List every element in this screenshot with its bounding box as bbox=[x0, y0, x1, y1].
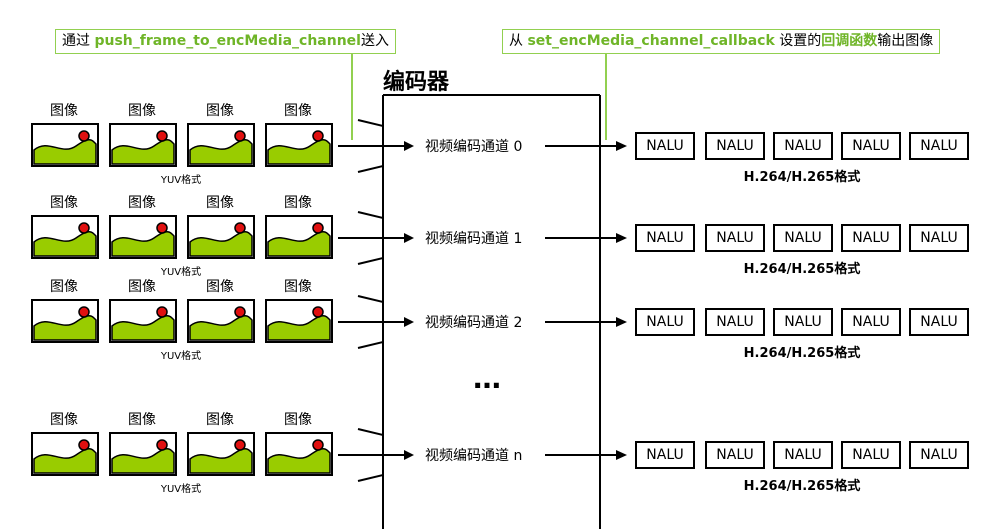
output-callout-prefix: 从 bbox=[509, 33, 528, 49]
output-callout-mid: 设置的 bbox=[774, 33, 822, 49]
nalu-box: NALU bbox=[773, 224, 833, 252]
channel-boundary-tick bbox=[357, 428, 384, 436]
image-label: 图像 bbox=[50, 279, 78, 295]
output-callout-function: set_encMedia_channel_callback bbox=[527, 33, 775, 49]
image-label: 图像 bbox=[284, 412, 312, 428]
output-arrow-head bbox=[616, 317, 627, 327]
landscape-image-icon bbox=[187, 432, 255, 476]
encoder-channel-label: 视频编码通道 2 bbox=[422, 312, 526, 332]
input-arrow-head bbox=[404, 233, 414, 243]
landscape-image-icon bbox=[265, 123, 333, 167]
nalu-box: NALU bbox=[909, 308, 969, 336]
landscape-image-icon bbox=[109, 432, 177, 476]
landscape-image-icon bbox=[109, 123, 177, 167]
nalu-box: NALU bbox=[705, 132, 765, 160]
image-label: 图像 bbox=[128, 279, 156, 295]
nalu-box: NALU bbox=[705, 224, 765, 252]
h264-h265-format-label: H.264/H.265格式 bbox=[743, 262, 861, 277]
nalu-box: NALU bbox=[841, 224, 901, 252]
input-arrow-head bbox=[404, 141, 414, 151]
image-label: 图像 bbox=[284, 279, 312, 295]
nalu-box: NALU bbox=[909, 132, 969, 160]
nalu-box: NALU bbox=[773, 132, 833, 160]
landscape-image-icon bbox=[109, 215, 177, 259]
nalu-box: NALU bbox=[773, 441, 833, 469]
output-arrow-head bbox=[616, 141, 627, 151]
image-label: 图像 bbox=[128, 103, 156, 119]
image-label: 图像 bbox=[50, 103, 78, 119]
output-arrow-head bbox=[616, 450, 627, 460]
landscape-image-icon bbox=[31, 215, 99, 259]
yuv-format-label: YUV格式 bbox=[160, 351, 202, 362]
nalu-box: NALU bbox=[635, 132, 695, 160]
nalu-box: NALU bbox=[635, 308, 695, 336]
channel-boundary-tick bbox=[357, 341, 384, 349]
image-label: 图像 bbox=[284, 195, 312, 211]
output-callout: 从 set_encMedia_channel_callback 设置的回调函数输… bbox=[502, 29, 941, 54]
output-callout-suffix: 输出图像 bbox=[877, 33, 934, 49]
nalu-box: NALU bbox=[841, 132, 901, 160]
image-label: 图像 bbox=[284, 103, 312, 119]
yuv-format-label: YUV格式 bbox=[160, 267, 202, 278]
nalu-box: NALU bbox=[841, 441, 901, 469]
landscape-image-icon bbox=[265, 215, 333, 259]
landscape-image-icon bbox=[265, 299, 333, 343]
nalu-box: NALU bbox=[705, 308, 765, 336]
output-arrow-head bbox=[616, 233, 627, 243]
channel-boundary-tick bbox=[357, 257, 384, 265]
input-arrow-head bbox=[404, 450, 414, 460]
channel-boundary-tick bbox=[357, 119, 384, 127]
nalu-box: NALU bbox=[841, 308, 901, 336]
image-label: 图像 bbox=[206, 195, 234, 211]
channel-boundary-tick bbox=[357, 295, 384, 303]
yuv-format-label: YUV格式 bbox=[160, 484, 202, 495]
h264-h265-format-label: H.264/H.265格式 bbox=[743, 479, 861, 494]
input-callout: 通过 push_frame_to_encMedia_channel送入 bbox=[55, 29, 396, 54]
nalu-box: NALU bbox=[635, 441, 695, 469]
nalu-box: NALU bbox=[635, 224, 695, 252]
image-label: 图像 bbox=[206, 279, 234, 295]
input-arrow-head bbox=[404, 317, 414, 327]
image-label: 图像 bbox=[206, 412, 234, 428]
h264-h265-format-label: H.264/H.265格式 bbox=[743, 170, 861, 185]
encoder-channel-label: 视频编码通道 n bbox=[422, 445, 526, 465]
encoder-title: 编码器 bbox=[383, 70, 450, 95]
channel-boundary-tick bbox=[357, 211, 384, 219]
landscape-image-icon bbox=[31, 123, 99, 167]
landscape-image-icon bbox=[109, 299, 177, 343]
nalu-box: NALU bbox=[773, 308, 833, 336]
channel-ellipsis: … bbox=[473, 362, 503, 395]
encoder-channel-label: 视频编码通道 0 bbox=[422, 136, 526, 156]
image-label: 图像 bbox=[128, 195, 156, 211]
landscape-image-icon bbox=[31, 299, 99, 343]
nalu-box: NALU bbox=[909, 441, 969, 469]
encoder-channel-label: 视频编码通道 1 bbox=[422, 228, 526, 248]
landscape-image-icon bbox=[31, 432, 99, 476]
landscape-image-icon bbox=[187, 215, 255, 259]
input-callout-function: push_frame_to_encMedia_channel bbox=[94, 33, 361, 49]
channel-boundary-tick bbox=[357, 474, 384, 482]
h264-h265-format-label: H.264/H.265格式 bbox=[743, 346, 861, 361]
nalu-box: NALU bbox=[705, 441, 765, 469]
image-label: 图像 bbox=[50, 412, 78, 428]
image-label: 图像 bbox=[128, 412, 156, 428]
channel-boundary-tick bbox=[357, 165, 384, 173]
input-callout-prefix: 通过 bbox=[62, 33, 95, 49]
landscape-image-icon bbox=[187, 299, 255, 343]
yuv-format-label: YUV格式 bbox=[160, 175, 202, 186]
input-callout-suffix: 送入 bbox=[360, 33, 389, 49]
landscape-image-icon bbox=[187, 123, 255, 167]
landscape-image-icon bbox=[265, 432, 333, 476]
output-callout-highlight: 回调函数 bbox=[821, 33, 878, 49]
nalu-box: NALU bbox=[909, 224, 969, 252]
image-label: 图像 bbox=[50, 195, 78, 211]
image-label: 图像 bbox=[206, 103, 234, 119]
